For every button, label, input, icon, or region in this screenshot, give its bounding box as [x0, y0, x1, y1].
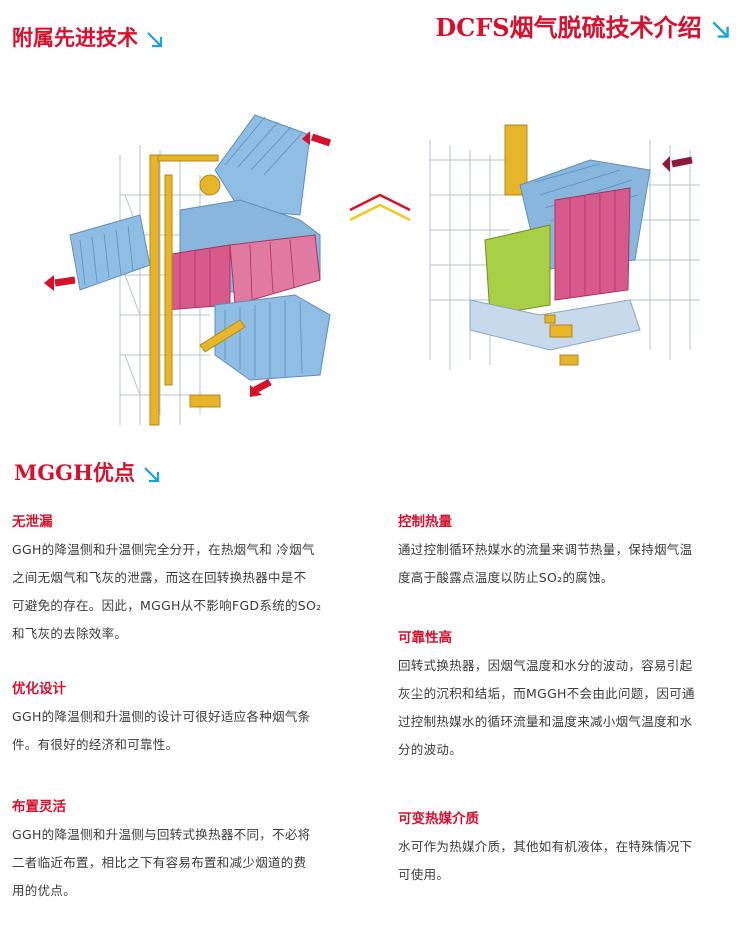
advantage-title: 布置灵活	[12, 799, 66, 815]
advantage-heat-control: 控制热量 通过控制循环热媒水的流量来调节热量，保持烟气温 度高于酸露点温度以防止…	[398, 510, 743, 592]
advantage-text: GGH的降温侧和升温侧的设计可很好适应各种烟气条 件。有很好的经济和可靠性。	[12, 709, 311, 752]
advantage-text: GGH的降温侧和升温侧完全分开，在热烟气和 冷烟气 之间无烟气和飞灰的泄露，而这…	[12, 542, 322, 641]
advantage-title: 可靠性高	[398, 630, 452, 646]
red-flow-arrow-icon	[310, 133, 332, 147]
page-title: DCFS烟气脱硫技术介绍	[435, 8, 732, 43]
arrow-down-right-icon	[144, 466, 160, 482]
advantage-text: 通过控制循环热媒水的流量来调节热量，保持烟气温 度高于酸露点温度以防止SO₂的腐…	[398, 542, 693, 585]
advantage-title: 无泄漏	[12, 514, 53, 530]
advantage-text: 水可作为热媒介质，其他如有机液体，在特殊情况下 可使用。	[398, 839, 693, 882]
advantage-title: 优化设计	[12, 681, 66, 697]
section-heading-advanced-tech: 附属先进技术	[12, 22, 165, 52]
chevron-divider-icon	[349, 193, 411, 222]
mggh-plant-illustration	[44, 114, 332, 426]
heading-text: 附属先进技术	[12, 25, 138, 50]
advantage-optimized-design: 优化设计 GGH的降温侧和升温侧的设计可很好适应各种烟气条 件。有很好的经济和可…	[12, 677, 357, 759]
arrow-down-right-icon	[147, 31, 163, 47]
advantage-variable-medium: 可变热媒介质 水可作为热媒介质，其他如有机液体，在特殊情况下 可使用。	[398, 807, 743, 889]
advantage-no-leakage: 无泄漏 GGH的降温侧和升温侧完全分开，在热烟气和 冷烟气 之间无烟气和飞灰的泄…	[12, 510, 357, 648]
advantage-text: 回转式换热器，因烟气温度和水分的波动，容易引起 灰尘的沉积和结垢，而MGGH不会…	[398, 658, 695, 757]
dcfs-absorber-illustration	[429, 124, 700, 370]
arrow-down-right-icon	[712, 20, 729, 38]
advantage-flexible-layout: 布置灵活 GGH的降温侧和升温侧与回转式换热器不同，不必将 二者临近布置，相比之…	[12, 795, 357, 905]
heading-text: MGGH优点	[14, 460, 135, 485]
page-title-text: DCFS烟气脱硫技术介绍	[435, 13, 702, 42]
advantage-title: 可变热媒介质	[398, 811, 479, 827]
section-heading-mggh: MGGH优点	[14, 457, 162, 487]
advantage-high-reliability: 可靠性高 回转式换热器，因烟气温度和水分的波动，容易引起 灰尘的沉积和结垢，而M…	[398, 626, 743, 764]
advantage-title: 控制热量	[398, 514, 452, 530]
advantage-text: GGH的降温侧和升温侧与回转式换热器不同，不必将 二者临近布置，相比之下有容易布…	[12, 827, 311, 898]
